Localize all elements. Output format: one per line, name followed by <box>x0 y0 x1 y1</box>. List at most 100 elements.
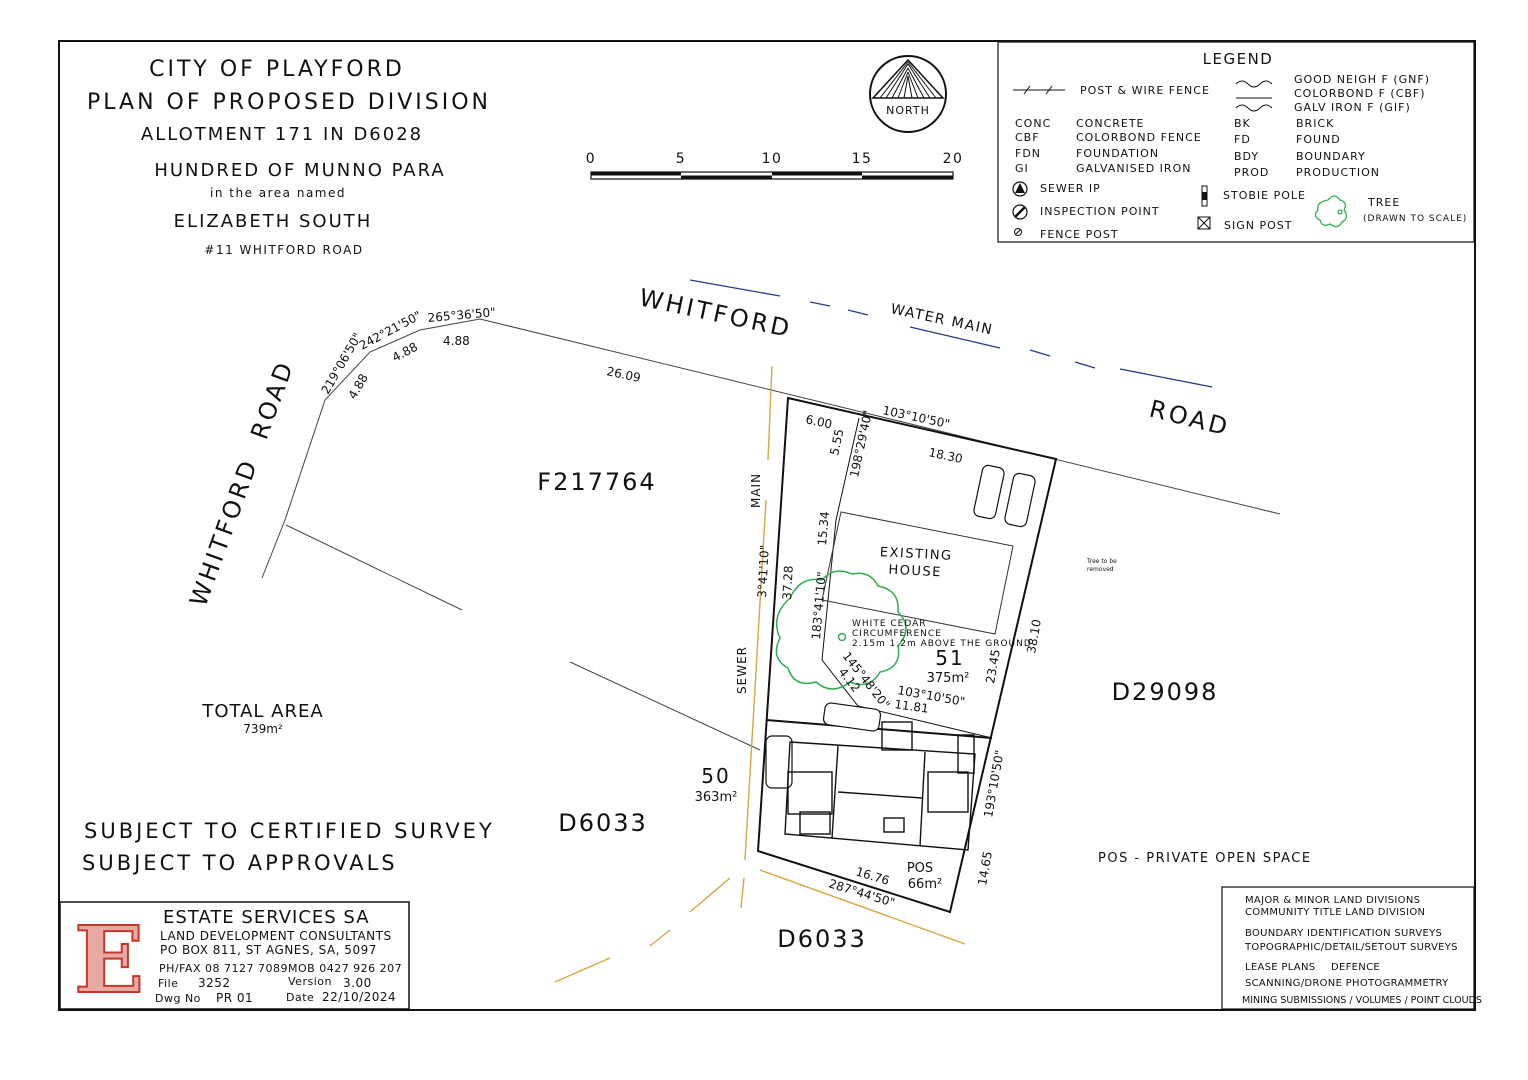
scale-tick-10: 10 <box>762 151 783 167</box>
plan-title: PLAN OF PROPOSED DIVISION <box>87 90 491 115</box>
pos-area: 66m² <box>908 877 942 892</box>
total-area-label: TOTAL AREA <box>201 701 323 722</box>
bearing-265: 265°36'50" <box>427 305 496 325</box>
legend-sign-post: SIGN POST <box>1224 219 1292 232</box>
tree-note-line3: 2.15m 1.2m ABOVE THE GROUND <box>852 639 1032 649</box>
legend-meaning-prod: PRODUCTION <box>1296 166 1380 179</box>
legend-meaning-conc: CONCRETE <box>1076 117 1145 130</box>
service-3: BOUNDARY IDENTIFICATION SURVEYS <box>1245 928 1442 939</box>
lot-51-area: 375m² <box>927 671 970 686</box>
bearing-183: 183°41'10" <box>809 571 829 640</box>
tree-note-line1: WHITE CEDAR <box>852 619 927 629</box>
water-main-line <box>689 279 1213 388</box>
dim-1830: 18.30 <box>927 445 964 466</box>
dim-1465: 14.65 <box>975 850 995 886</box>
dim-1534: 15.34 <box>815 511 832 546</box>
legend-meaning-fd: FOUND <box>1296 133 1341 146</box>
legend-code-cbf: CBF <box>1015 131 1040 144</box>
legend-meaning-gi: GALVANISED IRON <box>1076 162 1191 175</box>
scale-tick-15: 15 <box>852 151 873 167</box>
road-whitford-left-suffix: ROAD <box>245 356 299 443</box>
inspection-point-icon <box>1012 204 1028 220</box>
scale-tick-0: 0 <box>586 151 596 167</box>
version-label: Version <box>288 975 332 988</box>
firm-mobile: MOB 0427 926 207 <box>288 962 402 975</box>
north-label: NORTH <box>886 104 930 117</box>
pos-legend-note: POS - PRIVATE OPEN SPACE <box>1098 851 1312 866</box>
title-block: CITY OF PLAYFORD PLAN OF PROPOSED DIVISI… <box>87 57 491 257</box>
firm-phone: PH/FAX 08 7127 7089 <box>159 962 288 975</box>
service-8: MINING SUBMISSIONS / VOLUMES / POINT CLO… <box>1242 995 1482 1006</box>
parcel-d6033-bottom: D6033 <box>777 925 867 953</box>
address-label: #11 WHITFORD ROAD <box>204 243 363 257</box>
legend-cbf: COLORBOND F (CBF) <box>1294 87 1426 100</box>
tree-removal-note-1: Tree to be <box>1086 558 1117 565</box>
note-approvals: SUBJECT TO APPROVALS <box>82 851 398 875</box>
legend-code-fd: FD <box>1234 133 1251 146</box>
dim-1181: 11.81 <box>894 697 930 716</box>
lot-50-number: 50 <box>701 764 730 788</box>
legend-title: LEGEND <box>1203 50 1274 68</box>
dim-2609: 26.09 <box>605 364 642 385</box>
firm-block: E ESTATE SERVICES SA LAND DEVELOPMENT CO… <box>59 901 410 1015</box>
existing-house-line2: HOUSE <box>888 563 942 581</box>
service-6: DEFENCE <box>1331 962 1380 973</box>
legend-code-bdy: BDY <box>1234 150 1259 163</box>
legend-gnf: GOOD NEIGH F (GNF) <box>1294 73 1430 86</box>
subject-land-boundary <box>756 396 1058 914</box>
legend-tree: TREE <box>1367 196 1400 209</box>
service-7: SCANNING/DRONE PHOTOGRAMMETRY <box>1245 978 1449 989</box>
legend-code-gi: GI <box>1015 162 1029 175</box>
parcel-d29098: D29098 <box>1112 678 1219 706</box>
legend-code-conc: CONC <box>1015 117 1051 130</box>
parked-cars <box>765 464 1036 789</box>
legend-post-wire-fence: POST & WIRE FENCE <box>1080 84 1210 97</box>
parcel-f217764: F217764 <box>537 468 656 496</box>
main-label: MAIN <box>749 473 763 508</box>
dim-3728: 37.28 <box>780 565 796 600</box>
water-main-label: WATER MAIN <box>889 301 994 338</box>
legend-stobie-pole: STOBIE POLE <box>1223 189 1306 202</box>
council-name: CITY OF PLAYFORD <box>149 57 405 82</box>
allotment-label: ALLOTMENT 171 IN D6028 <box>141 124 423 145</box>
suburb-label: ELIZABETH SOUTH <box>174 211 373 232</box>
legend-meaning-bk: BRICK <box>1296 117 1334 130</box>
dim-555: 5.55 <box>827 428 846 457</box>
scale-tick-5: 5 <box>676 151 686 167</box>
note-certified-survey: SUBJECT TO CERTIFIED SURVEY <box>84 819 495 843</box>
white-cedar-tree <box>775 570 907 690</box>
sheet-border <box>58 40 1476 1011</box>
fence-post-icon <box>1014 228 1022 236</box>
proposed-dwelling <box>784 721 976 851</box>
sewer-ip-icon <box>1012 181 1028 197</box>
pos-label: POS <box>907 861 933 876</box>
dim-488-a: 4.88 <box>345 371 370 401</box>
lot-50-area: 363m² <box>695 790 738 805</box>
legend-meaning-cbf: COLORBOND FENCE <box>1076 131 1202 144</box>
north-arrow: NORTH <box>869 55 947 133</box>
legend-inspection-point: INSPECTION POINT <box>1040 205 1160 218</box>
firm-name: ESTATE SERVICES SA <box>163 907 370 928</box>
legend-sewer-ip: SEWER IP <box>1040 182 1101 195</box>
scale-tick-20: 20 <box>943 151 964 167</box>
dim-2345: 23.45 <box>983 648 1003 684</box>
road-whitford-left: WHITFORD <box>184 454 263 610</box>
legend-gif: GALV IRON F (GIF) <box>1294 101 1411 114</box>
service-5: LEASE PLANS <box>1245 962 1315 973</box>
fence-type-icons <box>1235 80 1273 112</box>
existing-house-line1: EXISTING <box>879 545 952 564</box>
date-value: 22/10/2024 <box>322 990 396 1004</box>
legend-code-fdn: FDN <box>1015 147 1041 160</box>
date-label: Date <box>286 991 314 1004</box>
hundred-label: HUNDRED OF MUNNO PARA <box>154 160 445 181</box>
service-2: COMMUNITY TITLE LAND DIVISION <box>1245 907 1425 918</box>
road-whitford-top-suffix: ROAD <box>1147 395 1233 442</box>
sewer-label: SEWER <box>735 646 749 694</box>
bearing-3-41: 3°41'10" <box>755 544 772 598</box>
legend-meaning-bdy: BOUNDARY <box>1296 150 1366 163</box>
total-area-value: 739m² <box>243 722 283 736</box>
firm-po-box: PO BOX 811, ST AGNES, SA, 5097 <box>160 943 377 957</box>
dim-488-c: 4.88 <box>443 334 470 348</box>
firm-logo: E <box>74 906 144 1014</box>
